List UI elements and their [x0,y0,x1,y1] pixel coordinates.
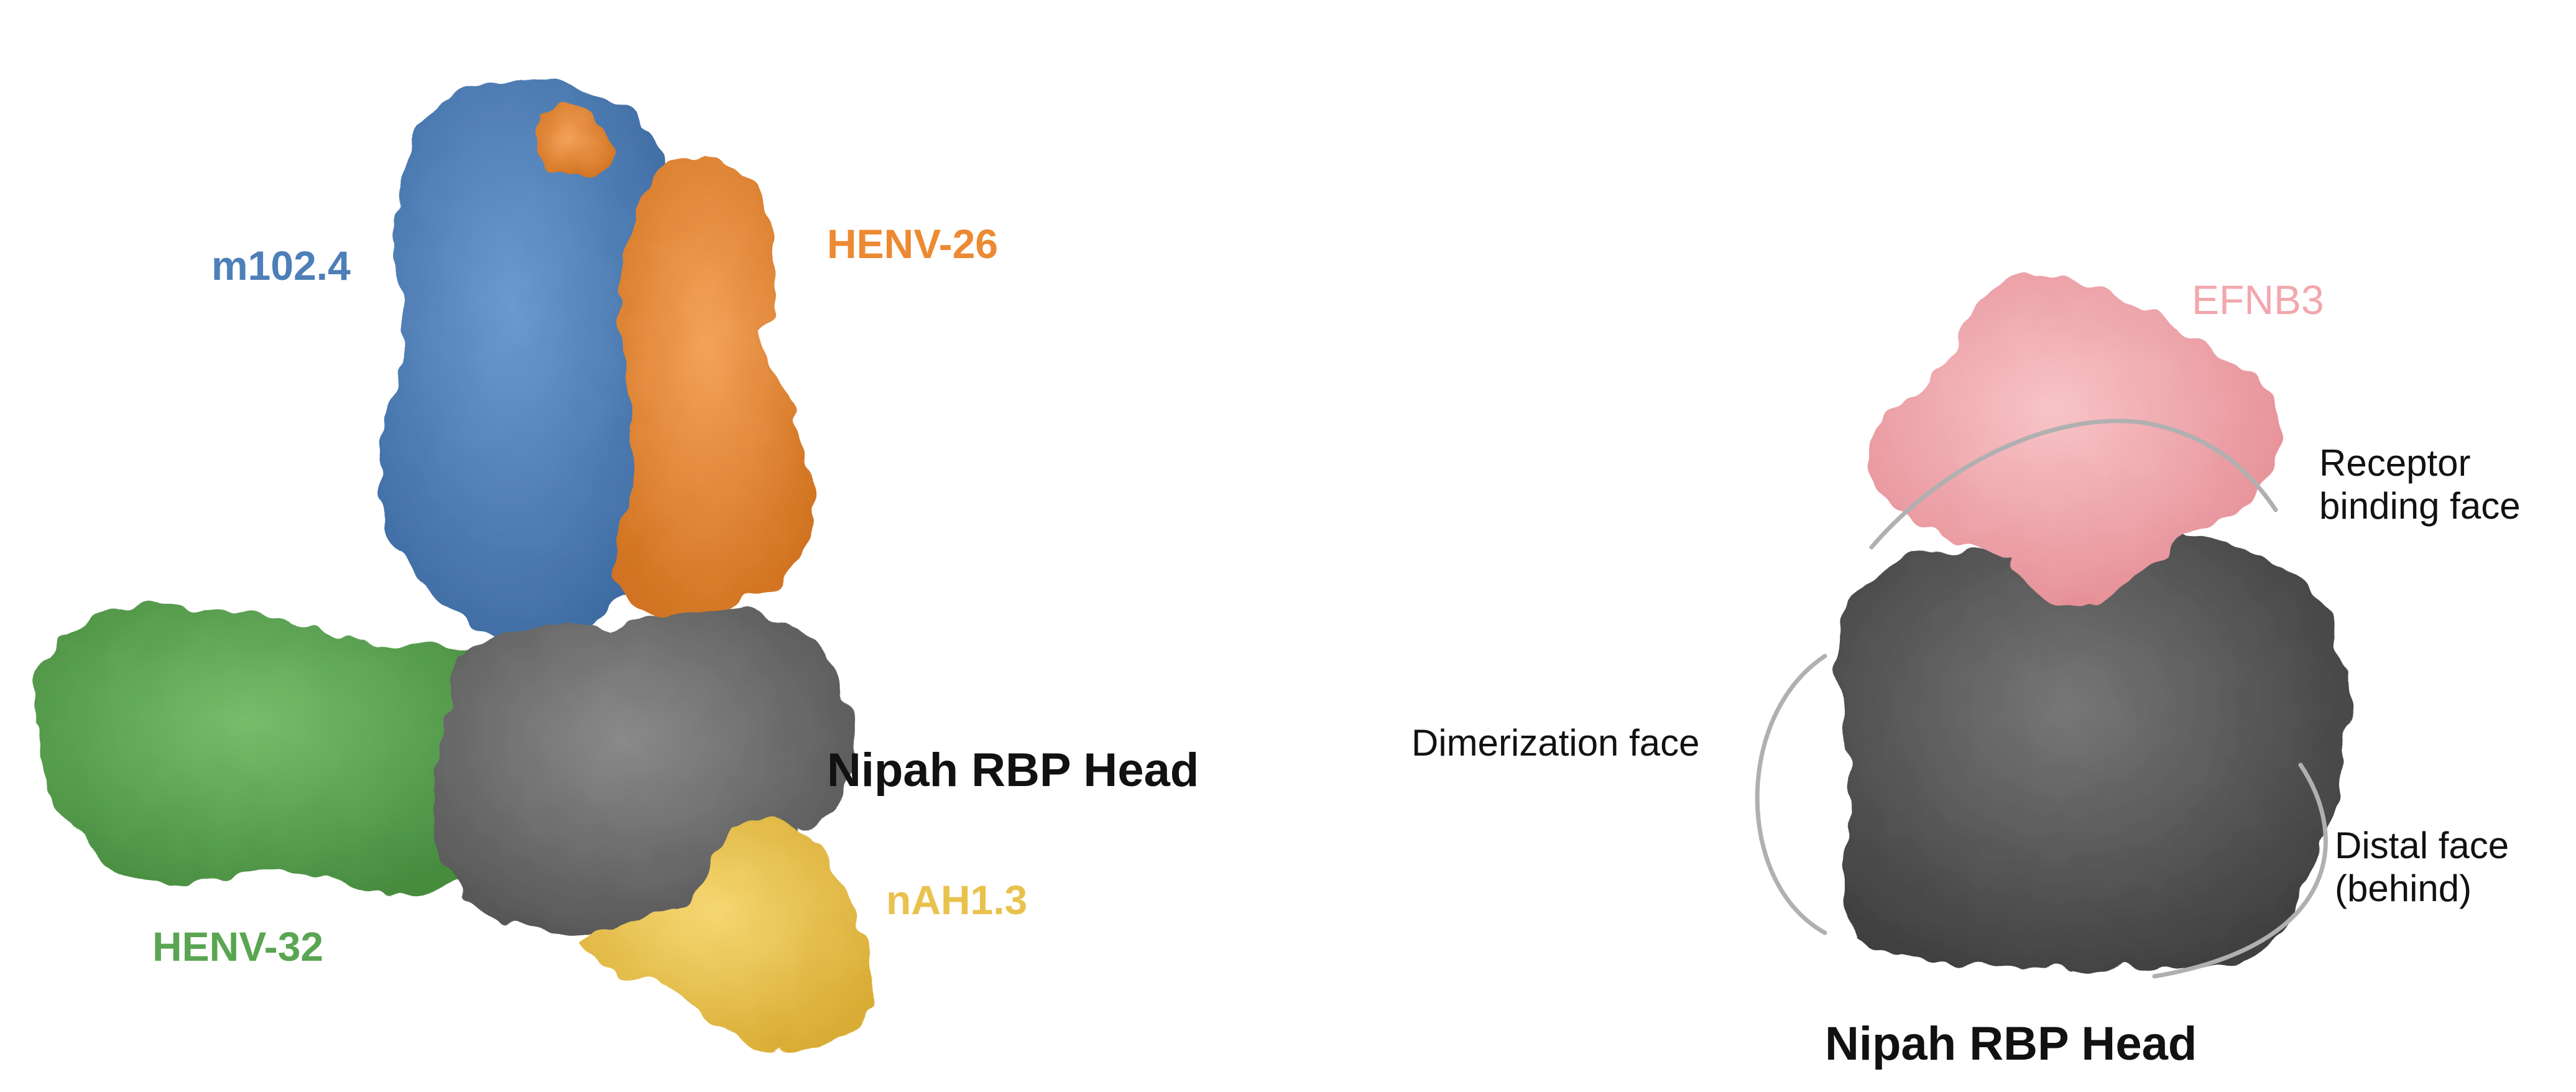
receptor-binding-face-arc [1869,419,2278,550]
label-receptor-face-line2: binding face [2319,485,2521,527]
efnb3-surface [1868,275,2280,611]
nah-surface [578,821,875,1050]
right-complex [1838,275,2350,970]
label-receptor-face: Receptor binding face [2319,442,2521,527]
distal-face-arc [2152,762,2328,979]
left-complex [34,78,875,1050]
label-rbp-head-right: Nipah RBP Head [1825,1017,2197,1070]
label-nah: nAH1.3 [886,877,1028,923]
henv26-surface [617,159,816,616]
dimerization-face-arc [1755,654,1827,935]
rbp-head-surface-right [1838,533,2350,970]
label-dimerization-face: Dimerization face [1411,722,1700,764]
henv32-surface [34,604,511,897]
label-distal-face-line2: (behind) [2335,868,2472,909]
face-arcs [1755,419,2328,979]
label-henv26: HENV-26 [827,221,999,267]
henv26-top-fragment [537,107,611,180]
label-receptor-face-line1: Receptor [2319,442,2471,484]
label-rbp-head-left: Nipah RBP Head [827,744,1199,797]
label-distal-face-line1: Distal face [2335,825,2509,866]
label-distal-face: Distal face (behind) [2335,824,2509,910]
label-henv32: HENV-32 [152,923,324,969]
label-m102: m102.4 [211,243,351,289]
m102-surface [379,78,672,648]
label-efnb3: EFNB3 [2192,277,2324,323]
